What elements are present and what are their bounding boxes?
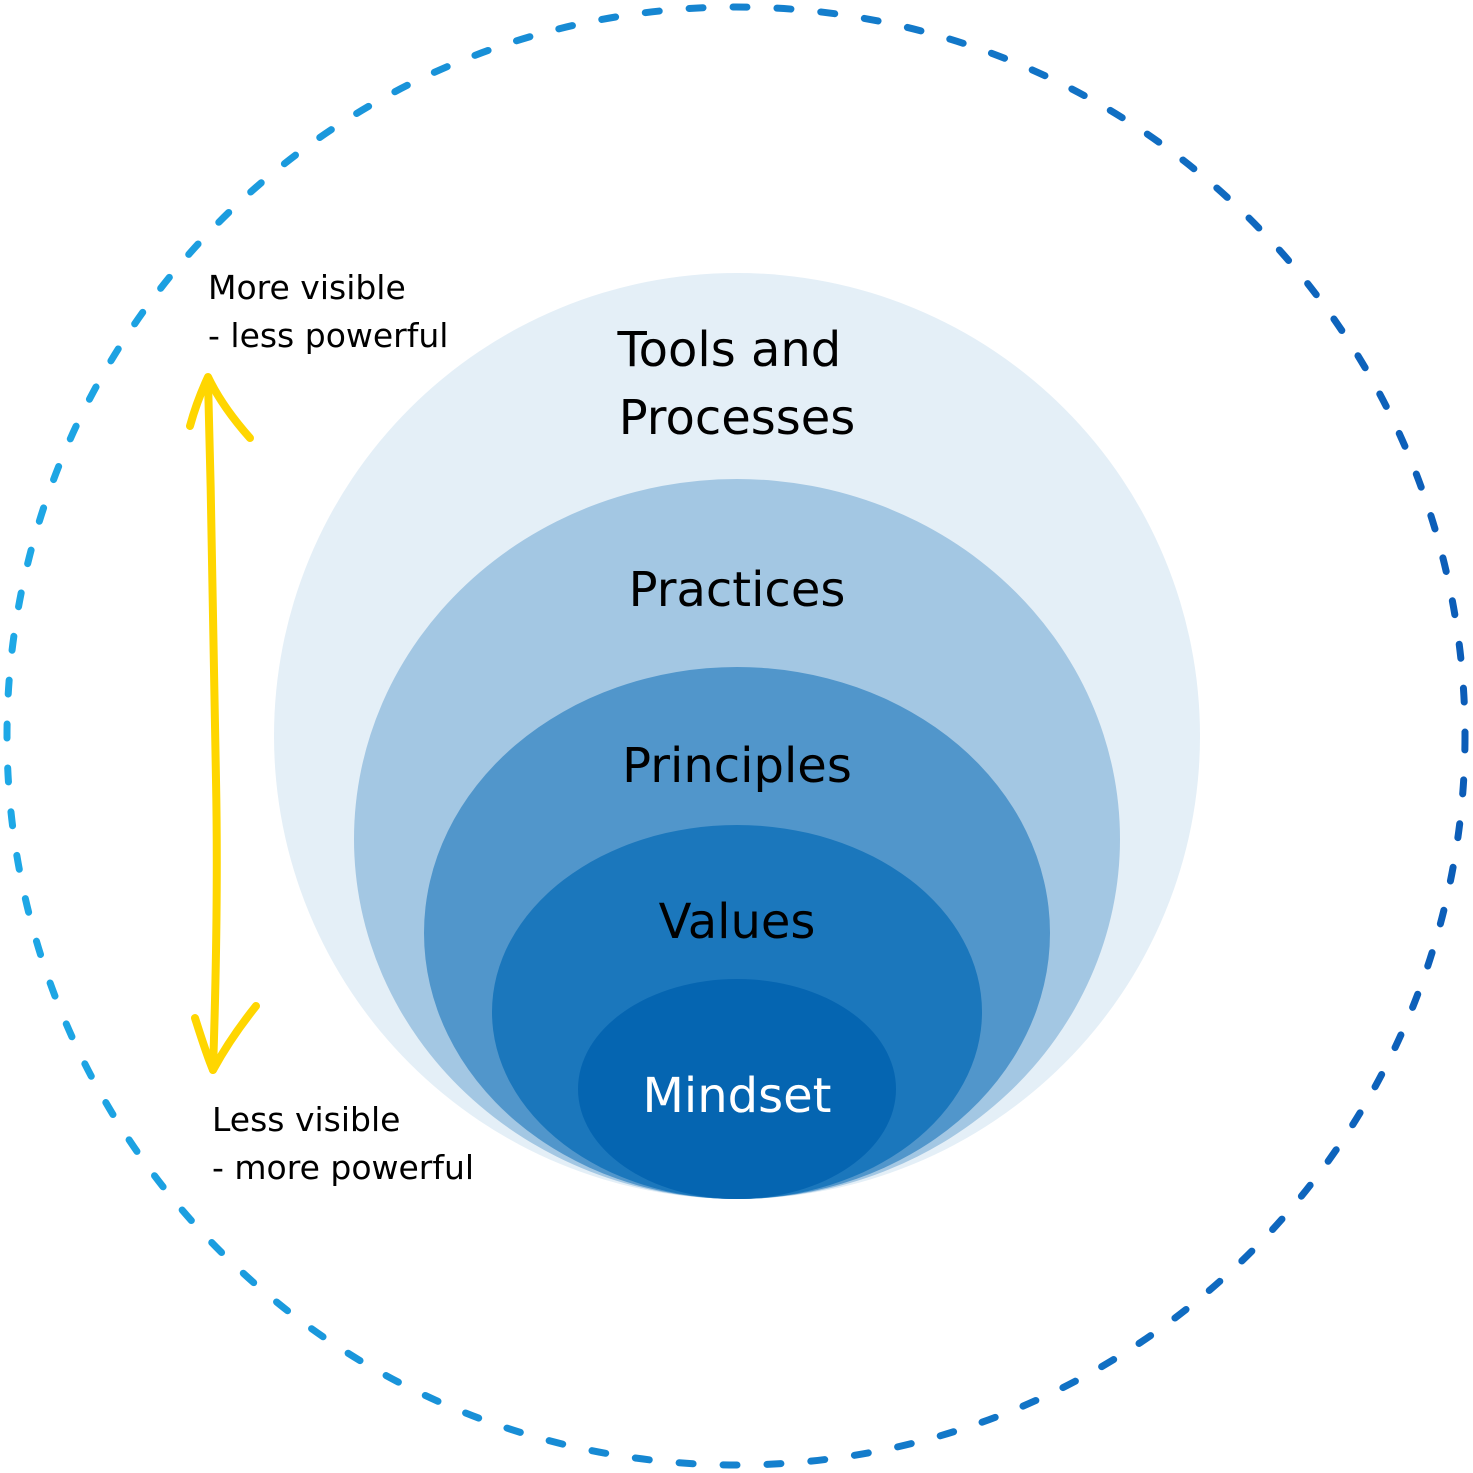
top-side-label-line2: - less powerful <box>208 316 448 355</box>
layer-label-principles: Principles <box>622 738 852 794</box>
double-headed-arrow-icon <box>186 373 260 1074</box>
layer-mindset <box>578 979 896 1199</box>
layer-label-line: Processes <box>619 390 856 446</box>
bottom-side-label: Less visible - more powerful <box>212 1100 474 1187</box>
layer-label-values: Values <box>659 894 816 950</box>
top-side-label-line1: More visible <box>208 268 406 307</box>
bottom-side-label-line2: - more powerful <box>212 1148 474 1187</box>
top-side-label: More visible - less powerful <box>208 268 448 355</box>
layer-label-practices: Practices <box>629 562 846 618</box>
bottom-side-label-line1: Less visible <box>212 1100 400 1139</box>
layer-label-tools-and-processes: Tools and Processes <box>616 322 856 446</box>
layer-label-mindset: Mindset <box>643 1068 832 1124</box>
arrow-shaft <box>204 376 221 1074</box>
arrow-head-top <box>186 373 254 442</box>
arrow-head-bottom <box>191 1002 260 1074</box>
outer-dashed-ring <box>3 3 1469 1469</box>
layer-label-line: Tools and <box>616 322 841 378</box>
